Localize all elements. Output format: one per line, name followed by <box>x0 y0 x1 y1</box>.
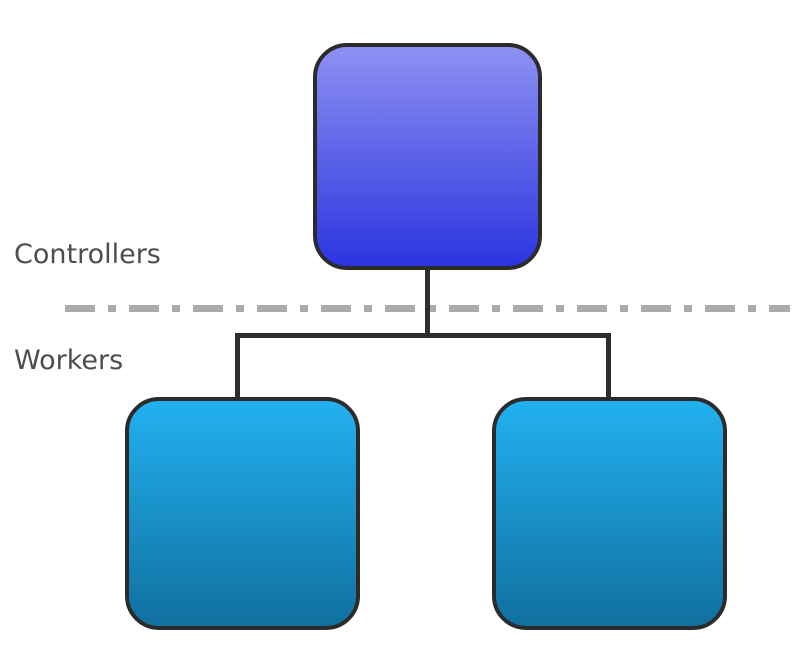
worker-node-1 <box>125 397 360 630</box>
worker-node-2 <box>492 397 727 630</box>
connector-worker-2-drop <box>606 333 611 397</box>
connector-controller-stem <box>425 270 430 338</box>
connector-branch <box>235 333 611 338</box>
workers-tier-label: Workers <box>14 345 124 376</box>
connector-worker-1-drop <box>235 333 240 397</box>
controller-node <box>313 43 542 270</box>
controllers-tier-label: Controllers <box>14 239 161 270</box>
